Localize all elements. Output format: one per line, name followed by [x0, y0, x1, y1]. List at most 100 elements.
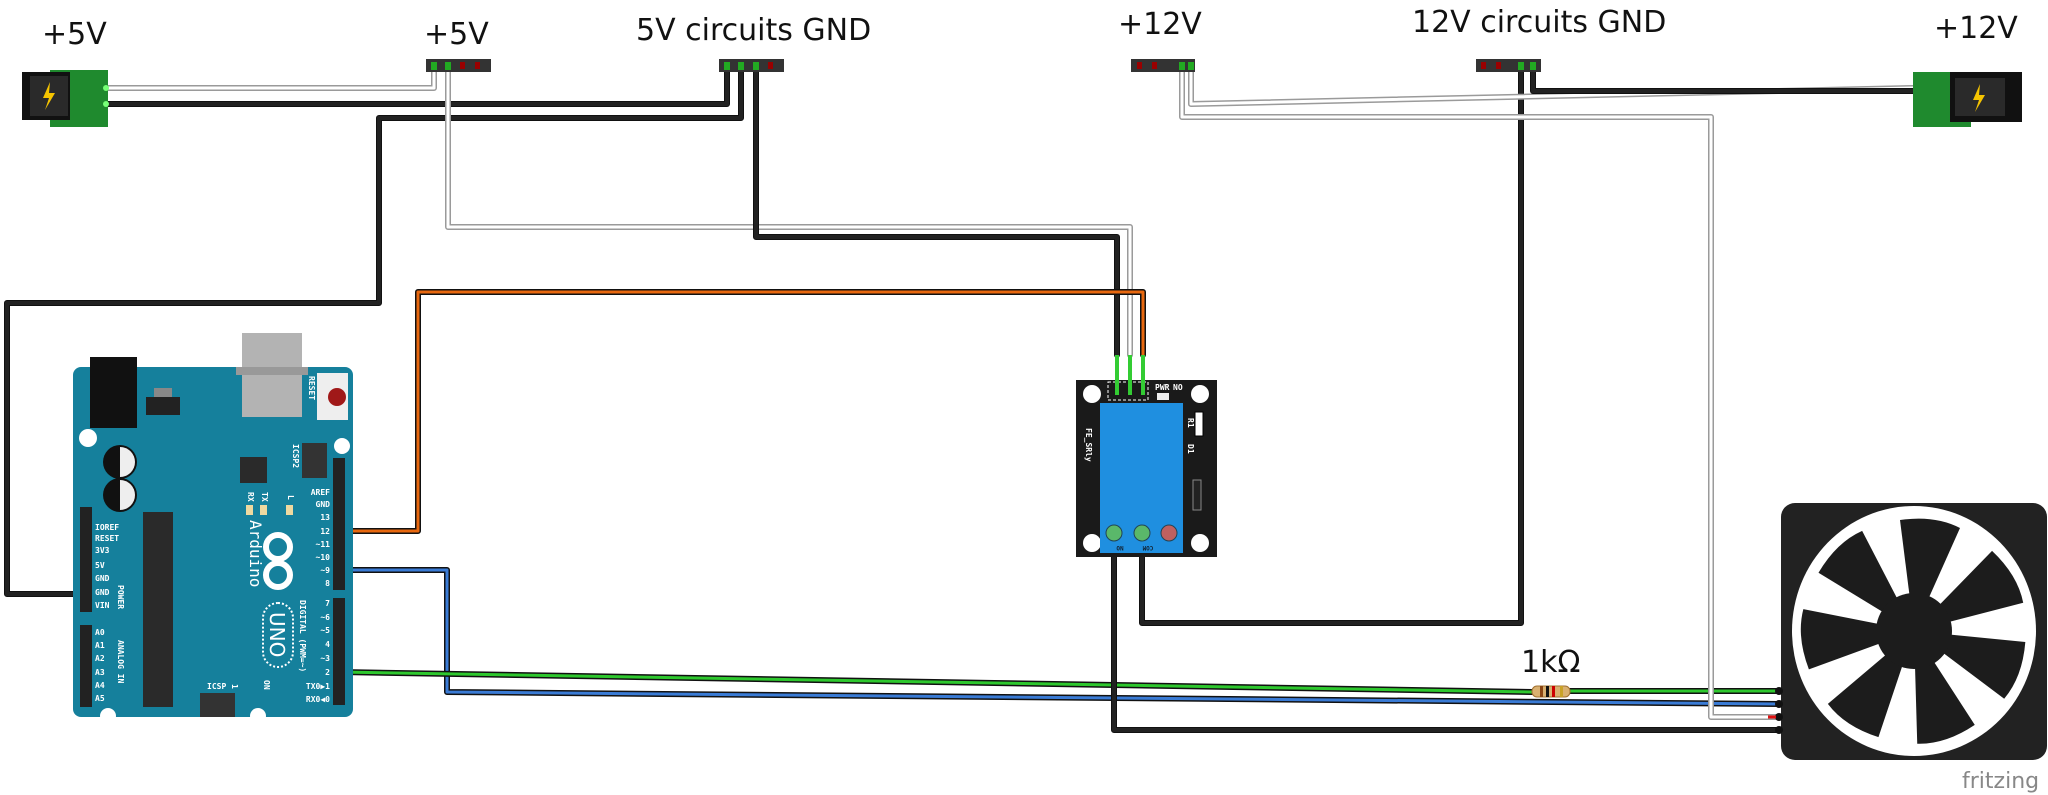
microcontroller-chip — [143, 512, 173, 707]
label-header-12v: +12V — [1118, 7, 1202, 42]
power-pin-label: VIN — [95, 601, 110, 610]
digital-pin-label: ~5 — [320, 626, 330, 635]
power-pin-label: GND — [95, 588, 110, 597]
lightning-bolt-icon — [1973, 84, 1985, 112]
digital-pin-label: ~9 — [320, 566, 330, 575]
arduino-model: UNO — [265, 612, 289, 657]
analog-pin-label: A3 — [95, 668, 105, 677]
analog-header — [80, 625, 92, 707]
relay-name: FE_SRly — [1084, 428, 1093, 462]
digital-pin-label: 7 — [325, 599, 330, 608]
digital-header-high — [333, 458, 345, 590]
digital-pin-label: 8 — [325, 579, 330, 588]
power-jack-5v — [22, 70, 109, 127]
reset-label: RESET — [307, 376, 316, 400]
label-right-jack-12v: +12V — [1934, 11, 2018, 46]
wire-outline — [753, 65, 1120, 358]
power-pin-label: GND — [95, 574, 110, 583]
wire-relay-no-12v-gnd[interactable] — [1140, 66, 1523, 625]
rx-label: RX — [246, 492, 255, 502]
wire-relay-vcc[interactable] — [446, 66, 1132, 357]
analog-pin-label: A2 — [95, 654, 105, 663]
header-12v-gnd — [1476, 59, 1541, 72]
wire-arduino-gnd[interactable] — [5, 66, 743, 596]
digital-pin-label: RX0◀0 — [306, 695, 330, 704]
relay-terminal-nc[interactable] — [1160, 524, 1178, 542]
tx-label: TX — [260, 492, 269, 502]
lightning-bolt-icon — [43, 82, 55, 110]
digital-pin-label: ~10 — [316, 553, 331, 562]
arduino-infinity-logo — [263, 532, 293, 590]
power-pin-label: 3V3 — [95, 546, 110, 555]
dc-barrel-jack — [90, 357, 137, 428]
digital-pin-label: ~11 — [316, 540, 331, 549]
relay-terminal-com[interactable] — [1133, 524, 1151, 542]
digital-pin-label: GND — [316, 500, 331, 509]
analog-pin-label: A0 — [95, 628, 105, 637]
relay-terminal-no[interactable] — [1105, 524, 1123, 542]
analog-pin-label: A5 — [95, 694, 105, 703]
digital-pin-label: 13 — [320, 513, 330, 522]
power-pin-label: RESET — [95, 534, 119, 543]
arduino-brand: Arduino — [246, 520, 265, 587]
relay-r1-label: R1 — [1186, 418, 1195, 428]
wire-pin12-relay-signal[interactable] — [338, 290, 1145, 533]
relay-module: PWR NO FE_SRly R1 D1 NO COM — [1076, 355, 1217, 557]
relay-pwr-label: PWR — [1155, 383, 1170, 392]
wire-outline — [337, 289, 1146, 534]
header-12v — [1131, 59, 1195, 72]
fan-icon — [1768, 503, 2047, 760]
relay-d1-label: D1 — [1186, 444, 1195, 454]
power-pin-label: 5V — [95, 561, 105, 570]
power-pin-label: IOREF — [95, 523, 119, 532]
digital-pin-label: ~3 — [320, 654, 330, 663]
header-5v-gnd — [719, 59, 784, 72]
icsp-pin1-label: 1 — [230, 684, 239, 689]
wire-outline — [1188, 65, 1916, 107]
power-group-label: POWER — [116, 585, 125, 609]
arduino-uno: RESET ICSP2 RX TX L Arduino UNO DIGITAL … — [73, 333, 353, 724]
label-header-12v-gnd: 12V circuits GND — [1412, 5, 1666, 40]
wire-relay-com-fan-gnd[interactable] — [1112, 531, 1781, 732]
digital-group-label: DIGITAL (PWM=~) — [298, 600, 307, 672]
wire-outline — [105, 65, 437, 91]
wire-pin2-resistor[interactable] — [338, 670, 1534, 694]
label-header-5v-gnd: 5V circuits GND — [636, 13, 871, 48]
digital-pin-label: 2 — [325, 668, 330, 677]
label-header-5v: +5V — [424, 17, 489, 52]
wire-5v-jack-positive[interactable] — [106, 66, 436, 90]
relay-terminal-no-label: NO — [1116, 544, 1124, 551]
fan-blade — [1800, 609, 1914, 670]
digital-pin-label: ~6 — [320, 613, 330, 622]
l-label: L — [286, 495, 295, 500]
power-jack-12v — [1913, 72, 2022, 127]
wire-12v-fan-positive[interactable] — [1180, 66, 1781, 719]
wire-outline — [1179, 65, 1782, 720]
digital-pin-label: AREF — [311, 488, 330, 497]
digital-header-low — [333, 598, 345, 705]
power-header — [80, 507, 92, 612]
fritzing-watermark: fritzing — [1962, 769, 2039, 794]
icsp-header — [200, 693, 235, 717]
icsp2-header — [302, 443, 327, 478]
label-left-jack-5v: +5V — [42, 17, 107, 52]
wire-relay-gnd[interactable] — [754, 66, 1119, 357]
wire-5v-jack-ground[interactable] — [106, 66, 729, 106]
icsp2-label: ICSP2 — [291, 444, 300, 468]
wire-outline — [445, 65, 1133, 358]
icsp-label: ICSP — [207, 682, 226, 691]
digital-pin-label: 4 — [325, 640, 330, 649]
header-5v — [426, 59, 491, 72]
wire-12v-jack-ground[interactable] — [1531, 66, 1915, 93]
resistor-icon — [1531, 685, 1571, 698]
wires — [4, 65, 1916, 733]
analog-pin-label: A4 — [95, 681, 105, 690]
digital-pin-label: TX0▶1 — [306, 682, 330, 691]
analog-pin-label: A1 — [95, 641, 105, 650]
analog-group-label: ANALOG IN — [116, 640, 125, 684]
relay-no-label: NO — [1173, 383, 1183, 392]
label-resistor: 1kΩ — [1521, 645, 1580, 680]
relay-terminal-com-label: COM — [1142, 544, 1153, 551]
digital-pin-label: 12 — [320, 527, 330, 536]
